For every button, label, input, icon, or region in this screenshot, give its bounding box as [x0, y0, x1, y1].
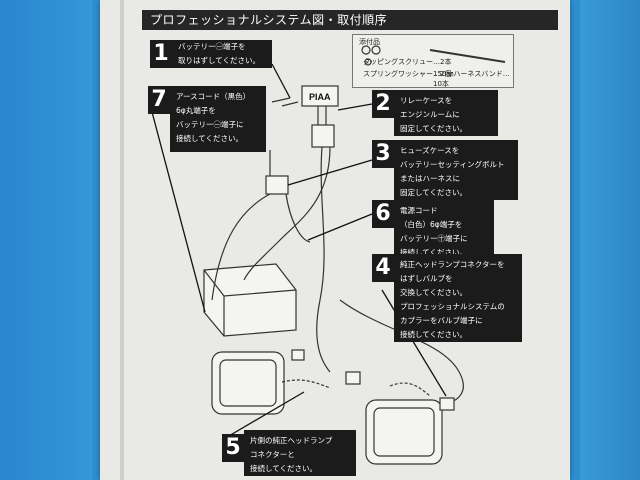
step-text: ヒューズケースを バッテリーセッティングボルト またはハーネスに 固定してくださ…: [394, 140, 518, 200]
screw-drawing: [371, 45, 381, 55]
step-number: 5: [222, 434, 244, 462]
battery: [203, 263, 297, 337]
step-text: 片側の純正ヘッドランプ コネクターと 接続してください。: [244, 430, 356, 476]
accessory-item: タッピングスクリュー…2本: [363, 58, 452, 66]
fuse-case: [265, 175, 289, 195]
relay-brand-label: PIAA: [309, 92, 331, 102]
headlight-right: [365, 399, 443, 465]
relay-connector: [311, 124, 335, 148]
accessory-item: スプリングワッシャー…2個: [363, 70, 452, 78]
step-number: 7: [148, 86, 170, 114]
step-number: 6: [372, 200, 394, 228]
sheet-fold-edge: [120, 0, 124, 480]
coupler: [291, 349, 305, 361]
accessories-box: 添付品 タッピングスクリュー…2本 スプリングワッシャー…2個 150㎜ハーネス…: [352, 34, 514, 88]
washer-drawing: [364, 58, 372, 66]
relay-case: [301, 85, 339, 107]
accessory-item: 150㎜ハーネスバンド…10本: [433, 70, 510, 88]
step-text: リレーケースを エンジンルームに 固定してください。: [394, 90, 498, 136]
coupler: [345, 371, 361, 385]
page-title: プロフェッショナルシステム図・取付順序: [142, 10, 558, 30]
step-text: アースコード（黒色） 6φ丸端子を バッテリー㊀端子に 接続してください。: [170, 86, 266, 152]
background-left: [0, 0, 92, 480]
accessories-header: 添付品: [359, 38, 380, 46]
coupler: [439, 397, 455, 411]
step-text: 純正ヘッドランプコネクターを はずしバルブを 交換してください。 プロフェッショ…: [394, 254, 522, 342]
step-number: 1: [150, 40, 172, 68]
headlight-left: [211, 351, 285, 415]
step-number: 4: [372, 254, 394, 282]
step-text: バッテリー㊀端子を 取りはずしてください。: [172, 40, 272, 68]
background-right: [580, 0, 640, 480]
step-number: 3: [372, 140, 394, 168]
step-text: 電源コード （白色）6φ端子を バッテリー㊉端子に 接続してください。: [394, 200, 494, 260]
harness-band-drawing: [429, 49, 506, 63]
screw-drawing: [361, 45, 371, 55]
step-number: 2: [372, 90, 394, 118]
